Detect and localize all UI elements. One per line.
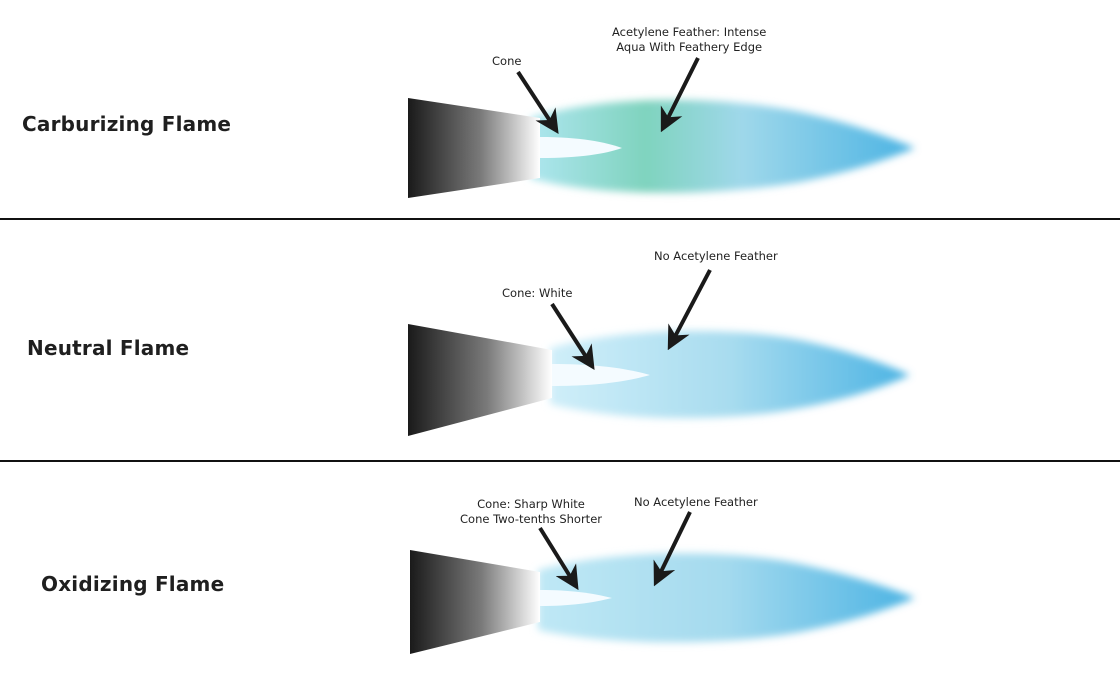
carburizing-title: Carburizing Flame	[22, 112, 232, 136]
carburizing-feather-label: Acetylene Feather: Intense Aqua With Fea…	[612, 25, 767, 54]
neutral-title: Neutral Flame	[27, 336, 190, 360]
neutral-flame-diagram	[408, 269, 910, 436]
oxidizing-feather-label: No Acetylene Feather	[634, 495, 758, 509]
neutral-cone-label: Cone: White	[502, 286, 573, 300]
torch-tip	[408, 324, 552, 436]
cone-arrow	[516, 70, 559, 135]
cone-arrow	[538, 526, 579, 591]
oxidizing-title: Oxidizing Flame	[41, 572, 225, 596]
oxidizing-panel: Oxidizing Flame Cone: Sharp White Cone T…	[0, 462, 1120, 680]
torch-tip	[408, 98, 540, 198]
feather-arrow	[667, 269, 712, 351]
oxidizing-cone-label: Cone: Sharp White Cone Two-tenths Shorte…	[460, 497, 602, 526]
neutral-feather-label: No Acetylene Feather	[654, 249, 778, 263]
neutral-panel: Neutral Flame Cone: White No Acetylene F…	[0, 220, 1120, 460]
inner-cone	[540, 590, 612, 606]
divider	[0, 460, 1120, 462]
flame-body	[530, 99, 915, 193]
carburizing-panel: Carburizing Flame Cone Acetylene Feather…	[0, 0, 1120, 218]
oxidizing-flame-diagram	[410, 511, 915, 654]
carburizing-cone-label: Cone	[492, 54, 522, 68]
feather-arrow	[653, 511, 692, 587]
divider	[0, 218, 1120, 220]
inner-cone	[540, 137, 622, 158]
flame-body	[538, 553, 915, 643]
carburizing-flame-diagram	[408, 57, 915, 198]
cone-arrow	[550, 302, 595, 371]
torch-tip	[410, 550, 540, 654]
flame-body	[550, 330, 910, 419]
feather-arrow	[660, 57, 700, 133]
